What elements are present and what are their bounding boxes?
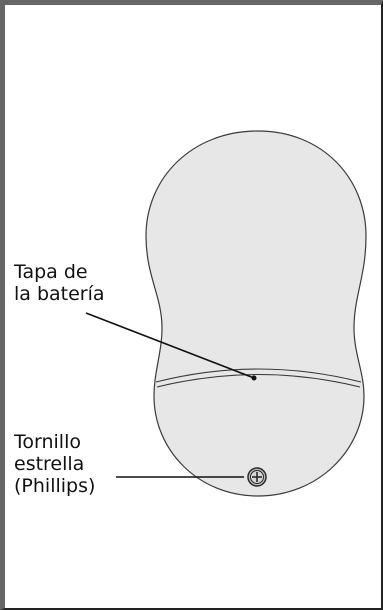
battery-cover-leader-dot: [251, 375, 257, 381]
screw-label: Tornillo estrella (Phillips): [14, 431, 95, 497]
battery-cover-label: Tapa de la batería: [14, 261, 105, 305]
battery-cover-seam-inner: [156, 374, 361, 388]
screw-label-line-2: estrella: [14, 453, 85, 475]
phillips-screw-icon: [247, 467, 267, 487]
battery-cover-label-line-1: Tapa de: [14, 261, 88, 283]
device-body: [145, 130, 367, 497]
battery-cover-seam: [155, 368, 362, 383]
screw-label-line-1: Tornillo: [14, 431, 81, 453]
screw-label-line-3: (Phillips): [14, 475, 96, 497]
battery-cover-leader-line: [85, 312, 255, 379]
battery-cover-label-line-2: la batería: [14, 283, 105, 305]
